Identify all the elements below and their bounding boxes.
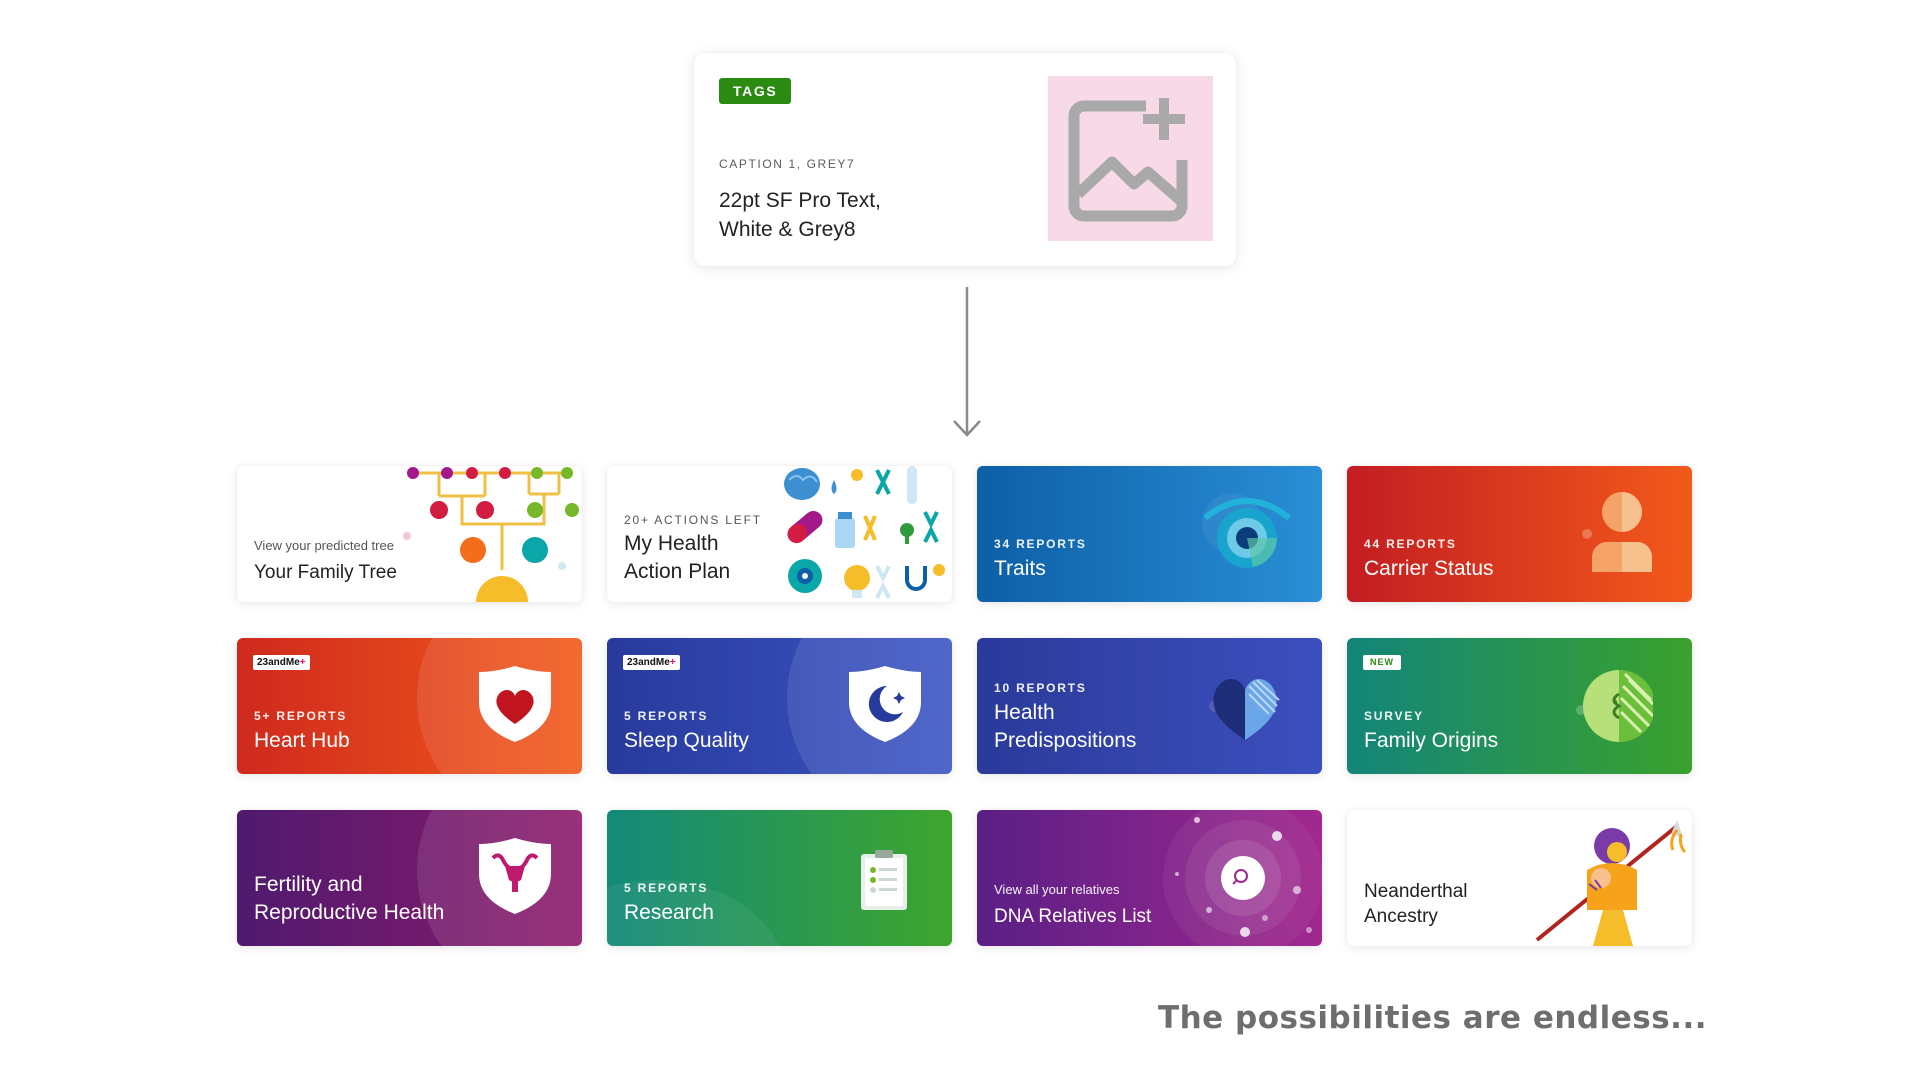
template-caption: CAPTION 1, GREY7 (719, 157, 856, 171)
health-action-title-line1: My Health (624, 532, 719, 555)
arrow-down-icon (953, 287, 981, 437)
research-title: Research (624, 901, 714, 924)
family-origins-eyebrow: SURVEY (1364, 709, 1424, 723)
template-title-line2: White & Grey8 (719, 218, 856, 241)
health-action-eyebrow: 20+ ACTIONS LEFT (624, 513, 762, 527)
fertility-title: Fertility and Reproductive Health (254, 871, 444, 927)
card-family-tree[interactable]: View your predicted tree Your Family Tre… (237, 466, 582, 602)
fertility-title-line1: Fertility and (254, 873, 363, 896)
dna-relatives-title: DNA Relatives List (994, 906, 1152, 927)
neanderthal-title: Neanderthal Ancestry (1364, 879, 1468, 929)
carrier-eyebrow: 44 REPORTS (1364, 537, 1457, 551)
dna-relatives-caption: View all your relatives (994, 882, 1120, 897)
heart-split-icon (1209, 678, 1280, 740)
template-card: TAGS CAPTION 1, GREY7 22pt SF Pro Text, … (694, 53, 1236, 266)
sleep-title: Sleep Quality (624, 729, 749, 752)
card-family-origins[interactable]: NEW SURVEY Family Origins (1347, 638, 1692, 774)
research-eyebrow: 5 REPORTS (624, 881, 709, 895)
template-title-line1: 22pt SF Pro Text, (719, 189, 881, 212)
family-tree-caption: View your predicted tree (254, 538, 394, 553)
health-icons-collage (784, 466, 945, 599)
family-tree-icon (403, 467, 579, 602)
neanderthal-title-line1: Neanderthal (1364, 881, 1468, 902)
health-action-title-line2: Action Plan (624, 560, 731, 583)
image-placeholder (1048, 76, 1213, 241)
predispositions-eyebrow: 10 REPORTS (994, 681, 1087, 695)
brand-badge: 23andMe+ (623, 655, 680, 670)
card-research[interactable]: 5 REPORTS Research (607, 810, 952, 946)
predispositions-title-line2: Predispositions (994, 729, 1137, 752)
uterus-shield-icon (479, 838, 551, 914)
face-profile-icon (1576, 670, 1653, 742)
card-health-action-plan[interactable]: 20+ ACTIONS LEFT My Health Action Plan (607, 466, 952, 602)
neanderthal-illustration (1535, 820, 1687, 946)
carrier-title: Carrier Status (1364, 557, 1494, 580)
image-add-icon (1068, 98, 1188, 222)
card-neanderthal[interactable]: Neanderthal Ancestry (1347, 810, 1692, 946)
family-tree-title: Your Family Tree (254, 562, 397, 583)
heart-shield-icon (479, 666, 551, 742)
person-icon (1582, 492, 1652, 572)
card-dna-relatives[interactable]: View all your relatives DNA Relatives Li… (977, 810, 1322, 946)
tagline: The possibilities are endless... (1157, 1000, 1707, 1036)
family-origins-title: Family Origins (1364, 729, 1499, 752)
template-title: 22pt SF Pro Text, White & Grey8 (719, 186, 881, 244)
fertility-title-line2: Reproductive Health (254, 901, 445, 924)
card-traits[interactable]: 34 REPORTS Traits (977, 466, 1322, 602)
traits-eyebrow: 34 REPORTS (994, 537, 1087, 551)
sleep-eyebrow: 5 REPORTS (624, 709, 709, 723)
eye-icon (1202, 493, 1291, 568)
health-action-title: My Health Action Plan (624, 530, 730, 586)
predispositions-title: Health Predispositions (994, 699, 1136, 755)
heart-eyebrow: 5+ REPORTS (254, 709, 348, 723)
predispositions-title-line1: Health (994, 701, 1055, 724)
card-fertility[interactable]: Fertility and Reproductive Health (237, 810, 582, 946)
clipboard-icon (861, 850, 907, 910)
card-heart-hub[interactable]: 23andMe+ 5+ REPORTS Heart Hub (237, 638, 582, 774)
neanderthal-title-line2: Ancestry (1364, 906, 1438, 927)
card-health-predispositions[interactable]: 10 REPORTS Health Predispositions (977, 638, 1322, 774)
heart-title: Heart Hub (254, 729, 350, 752)
moon-shield-icon (849, 666, 921, 742)
tag-pill: TAGS (719, 78, 792, 104)
new-badge: NEW (1363, 655, 1401, 670)
card-sleep-quality[interactable]: 23andMe+ 5 REPORTS Sleep Quality (607, 638, 952, 774)
relatives-network-icon (1163, 810, 1322, 946)
traits-title: Traits (994, 557, 1046, 580)
brand-badge: 23andMe+ (253, 655, 310, 670)
card-carrier-status[interactable]: 44 REPORTS Carrier Status (1347, 466, 1692, 602)
